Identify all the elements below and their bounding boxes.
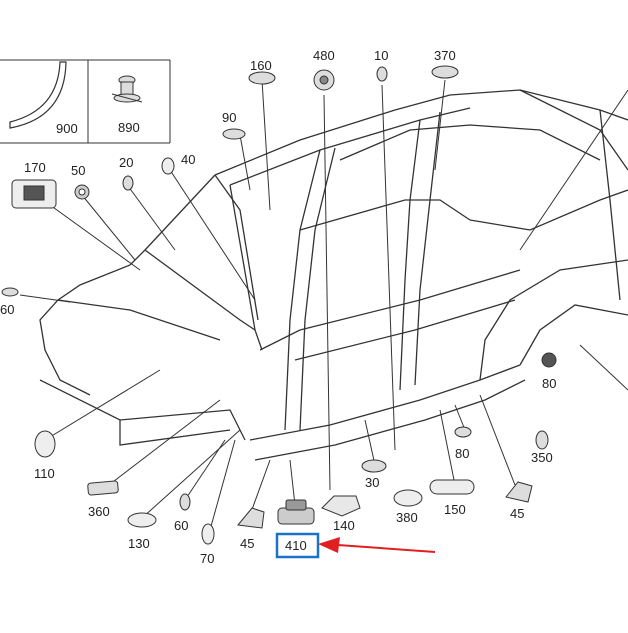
callout-160: 160 [250, 58, 272, 73]
clip-part-890 [111, 75, 143, 103]
callout-45-right: 45 [510, 506, 524, 521]
callout-40: 40 [181, 152, 195, 167]
part-45-left-pad [237, 507, 265, 529]
callout-170: 170 [24, 160, 46, 175]
callout-80-lower: 80 [455, 446, 469, 461]
vehicle-body-frame [39, 89, 628, 461]
part-360-pad [87, 480, 119, 496]
part-30-plug [361, 459, 387, 473]
callout-150: 150 [444, 502, 466, 517]
part-70-plug [201, 523, 215, 545]
part-370-plug [431, 65, 459, 79]
part-170-bracket [11, 179, 57, 209]
callout-45-left: 45 [240, 536, 254, 551]
callout-900: 900 [56, 121, 78, 136]
highlight-box-410 [275, 532, 320, 559]
leader-lines [19, 79, 628, 531]
callout-90: 90 [222, 110, 236, 125]
part-160-plug [248, 71, 276, 85]
trim-strip-part-900 [9, 61, 67, 129]
callout-50: 50 [71, 163, 85, 178]
part-350-plug [535, 430, 549, 450]
callout-410: 410 [285, 538, 307, 553]
callout-350: 350 [531, 450, 553, 465]
callout-380: 380 [396, 510, 418, 525]
callout-60-bottom: 60 [174, 518, 188, 533]
part-40-plug [161, 157, 175, 175]
pointer-arrow [318, 537, 436, 553]
callout-110: 110 [34, 466, 55, 481]
part-80-right-plug [541, 352, 557, 368]
part-10-plug [376, 66, 388, 82]
part-410-pad [277, 499, 315, 525]
part-60-bottom-plug [179, 493, 191, 511]
callout-140: 140 [333, 518, 355, 533]
callout-480: 480 [313, 48, 335, 63]
callout-30: 30 [365, 475, 379, 490]
inset-panel [0, 59, 171, 144]
part-480-plug [313, 69, 335, 91]
part-110-plug [34, 430, 56, 458]
callout-20: 20 [119, 155, 133, 170]
callout-370: 370 [434, 48, 456, 63]
part-80-lower-plug [454, 426, 472, 438]
callout-10: 10 [374, 48, 388, 63]
part-130-plug [127, 512, 157, 528]
callout-70: 70 [200, 551, 214, 566]
callout-360: 360 [88, 504, 110, 519]
callout-80-right: 80 [542, 376, 556, 391]
part-150-pad [429, 479, 475, 495]
callout-890: 890 [118, 120, 140, 135]
part-50-grommet [74, 184, 90, 200]
part-60-left-plug [1, 287, 19, 297]
part-140-pad [321, 495, 361, 517]
part-380-plug [393, 489, 423, 507]
part-45-right-pad [505, 481, 533, 503]
callout-130: 130 [128, 536, 150, 551]
callout-60-left: 60 [0, 302, 14, 317]
part-20-plug [122, 175, 134, 191]
part-90-plug [222, 128, 246, 140]
